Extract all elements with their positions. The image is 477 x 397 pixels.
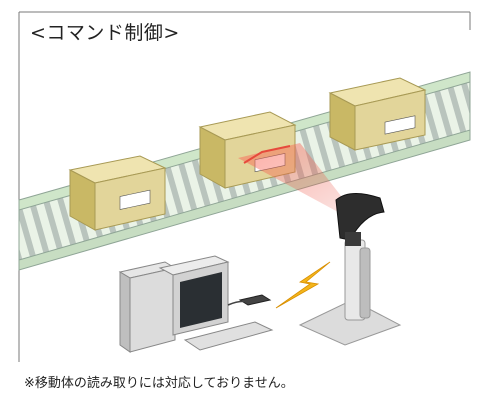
lightning-icon xyxy=(275,261,331,309)
footnote: ※移動体の読み取りには対応しておりません。 xyxy=(24,376,294,391)
box-icon xyxy=(68,155,167,231)
diagram-title: <コマンド制御> xyxy=(30,22,180,44)
barcode-icon xyxy=(384,115,416,135)
scan-beam-arrow xyxy=(243,145,291,164)
scan-beam xyxy=(238,143,348,212)
barcode-icon xyxy=(119,189,151,210)
box-icon xyxy=(328,77,427,151)
computer-icon xyxy=(118,255,274,353)
scanner-icon xyxy=(298,193,402,346)
